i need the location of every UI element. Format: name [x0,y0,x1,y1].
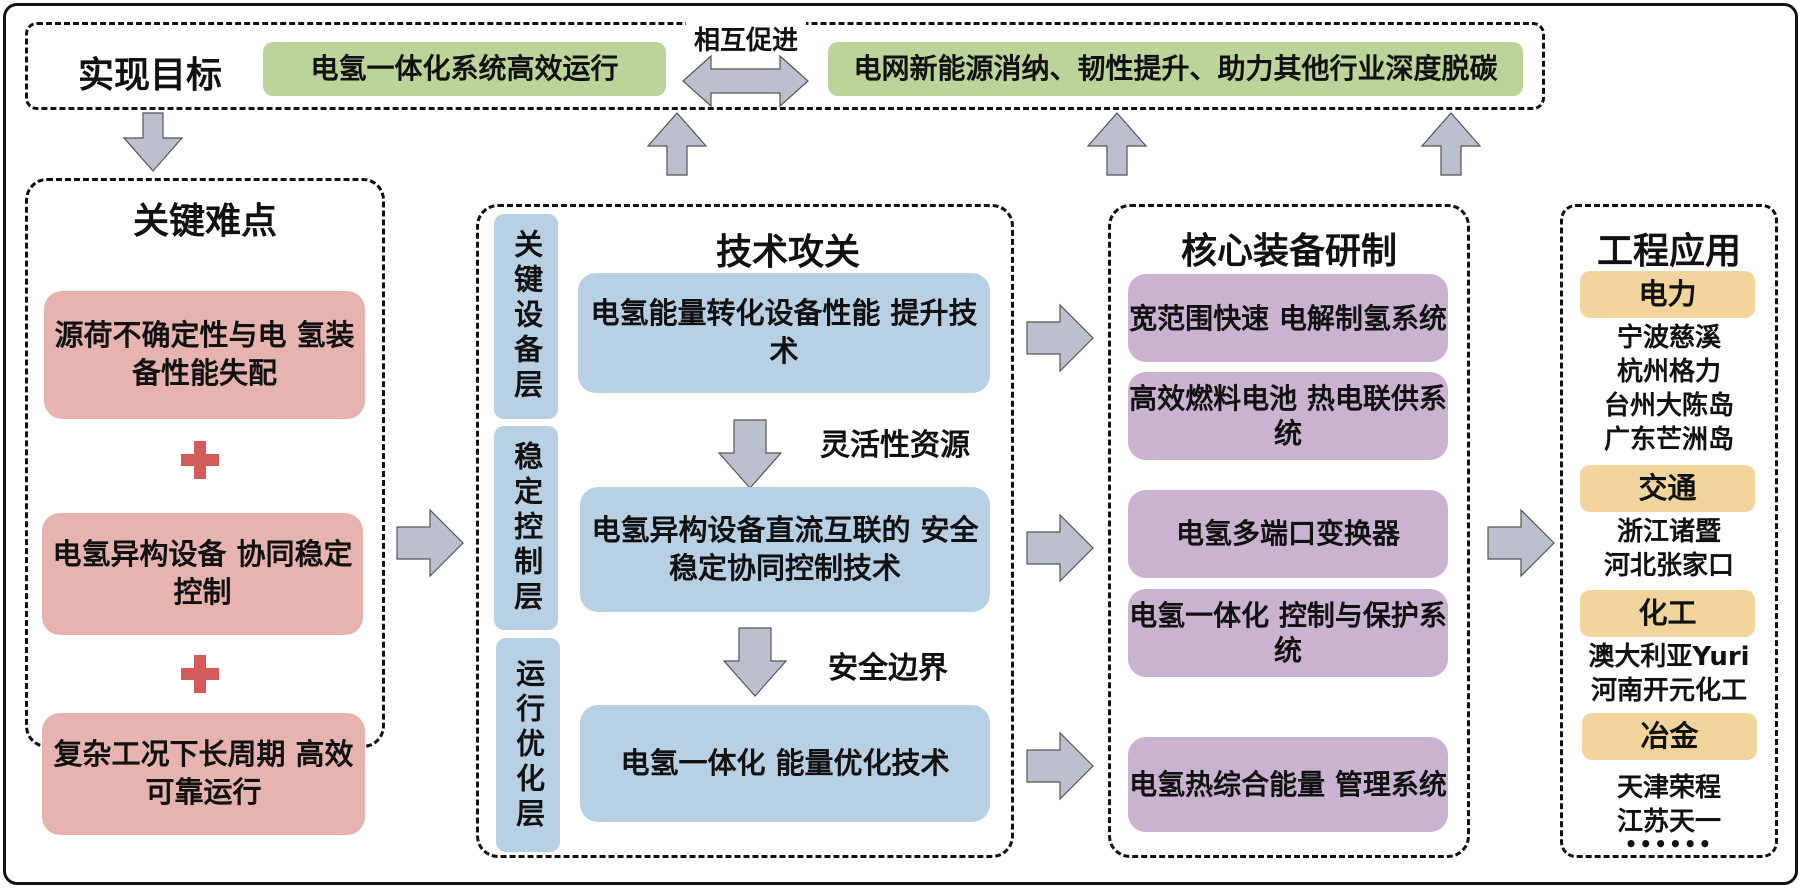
tech-item: 电氢一体化 能量优化技术 [580,705,990,822]
outer-frame [3,3,1798,885]
up-arrow-icon [646,112,708,176]
application-title: 工程应用 [1596,231,1741,272]
link-label: 灵活性资源 [820,428,970,463]
right-arrow-icon [1026,731,1094,801]
sector-badge: 化工 [1580,590,1755,637]
sector-badge: 冶金 [1582,713,1757,760]
mutual-label: 相互促进 [686,20,806,57]
tech-title: 技术攻关 [715,232,860,273]
sector-cases: 宁波慈溪 杭州格力 台州大陈岛 广东芒洲岛 [1603,323,1734,455]
sector-cases: 澳大利亚Yuri 河南开元化工 [1588,642,1750,706]
equipment-title: 核心装备研制 [1180,231,1397,272]
link-label: 安全边界 [828,651,948,686]
up-arrow-icon [1420,112,1482,176]
right-arrow-icon [1026,513,1094,583]
goal-right-box: 电网新能源消纳、韧性提升、助力其他行业深度脱碳 [828,42,1523,96]
down-arrow-icon [722,627,788,697]
plus-icon [181,655,219,693]
tech-item: 电氢异构设备直流互联的 安全稳定协同控制技术 [580,487,990,612]
up-arrow-icon [1086,112,1148,176]
goal-left-box: 电氢一体化系统高效运行 [263,42,666,96]
right-arrow-icon [1026,303,1094,373]
equipment-item: 宽范围快速 电解制氢系统 [1128,274,1448,362]
sector-cases: 浙江诸暨 河北张家口 [1603,517,1734,581]
tech-section [476,204,1014,858]
layer-label: 关键设备层 [494,214,558,419]
sector-cases: 天津荣程 江苏天一 [1616,773,1721,837]
layer-label: 稳定控制层 [494,426,558,630]
equipment-section [1108,204,1470,858]
equipment-item: 电氢一体化 控制与保护系统 [1128,589,1448,677]
equipment-item: 高效燃料电池 热电联供系统 [1128,372,1448,460]
difficulties-title: 关键难点 [132,201,277,242]
difficulty-item: 电氢异构设备 协同稳定控制 [42,513,363,635]
plus-icon [181,441,219,479]
difficulty-item: 源荷不确定性与电 氢装备性能失配 [44,291,365,419]
bidirectional-arrow-icon [682,54,809,108]
layer-label: 运行优化层 [496,638,560,852]
goal-label: 实现目标 [77,55,222,96]
more-ellipsis: •••••• [1624,832,1714,856]
equipment-item: 电氢多端口变换器 [1128,490,1448,578]
right-arrow-icon [396,508,464,578]
equipment-item: 电氢热综合能量 管理系统 [1128,737,1448,832]
down-arrow-icon [717,419,783,489]
difficulty-item: 复杂工况下长周期 高效可靠运行 [42,713,365,835]
application-section [1560,204,1778,858]
sector-badge: 交通 [1580,465,1755,512]
tech-item: 电氢能量转化设备性能 提升技术 [578,273,990,393]
down-arrow-icon [122,112,184,172]
sector-badge: 电力 [1580,271,1755,318]
right-arrow-icon [1487,508,1555,578]
